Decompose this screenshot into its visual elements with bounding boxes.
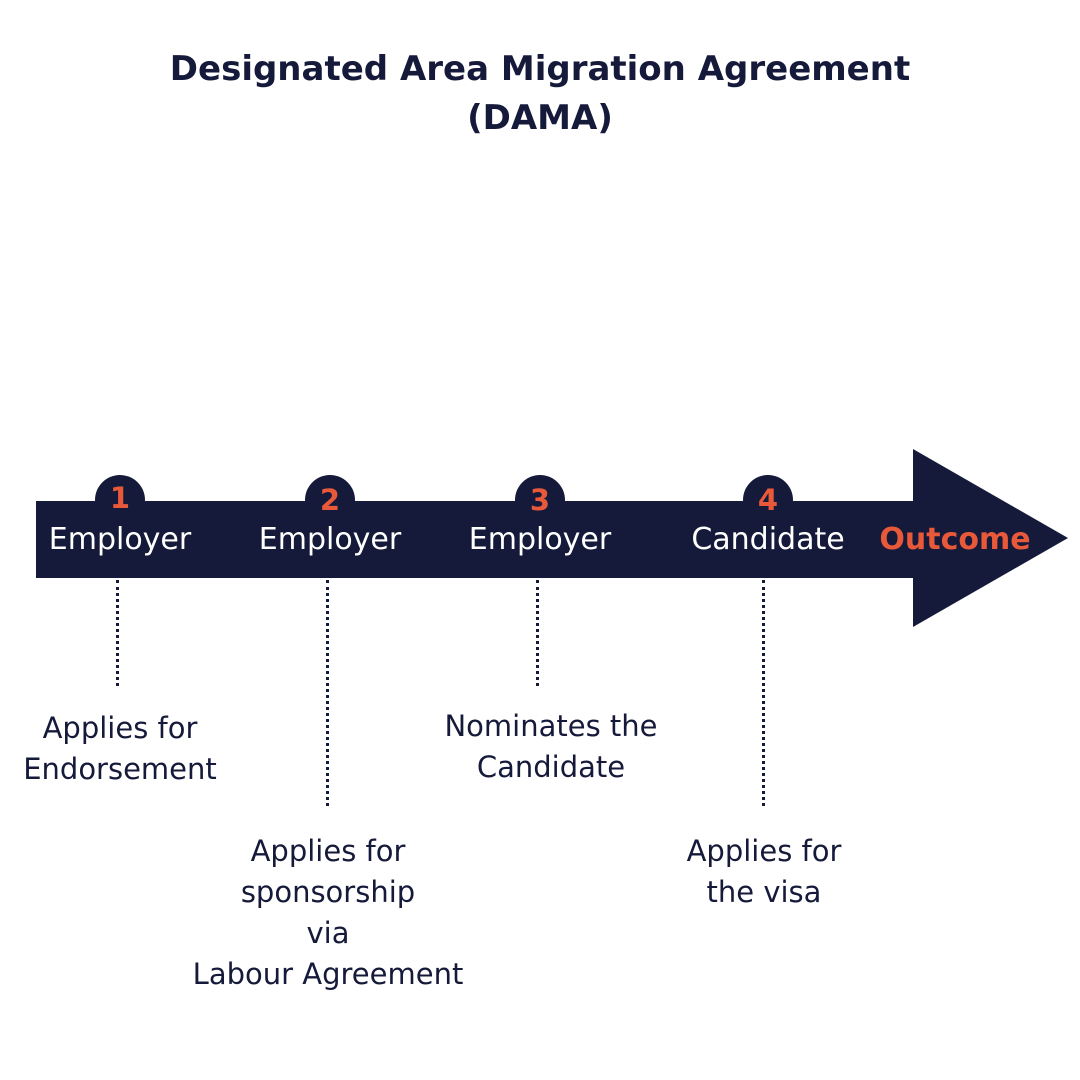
step-1-description: Applies for Endorsement (0, 708, 240, 790)
step-1-actor: Employer (48, 522, 192, 557)
step-3-connector (536, 580, 539, 686)
step-4-actor: Candidate (691, 522, 845, 557)
step-1-desc-line: Applies for (42, 711, 198, 745)
step-3-desc-line: Candidate (476, 750, 626, 784)
step-2-number: 2 (319, 483, 341, 517)
outcome-label: Outcome (879, 522, 1031, 557)
step-4-connector (762, 580, 765, 806)
step-2-description: Applies for sponsorship via Labour Agree… (158, 831, 498, 995)
step-4-number: 4 (757, 483, 779, 517)
step-2-desc-line: Applies for (250, 834, 406, 868)
title-line-2: (DAMA) (467, 98, 613, 138)
step-3-actor: Employer (468, 522, 612, 557)
step-2-actor: Employer (258, 522, 402, 557)
step-2-connector (326, 580, 329, 806)
step-1-desc-line: Endorsement (23, 752, 217, 786)
title-line-1: Designated Area Migration Agreement (169, 49, 911, 89)
step-3-number: 3 (529, 483, 551, 517)
step-1-connector (116, 580, 119, 686)
step-1-number: 1 (109, 481, 131, 515)
step-4-desc-line: the visa (706, 875, 822, 909)
step-4-description: Applies for the visa (644, 831, 884, 913)
step-3-desc-line: Nominates the (444, 709, 658, 743)
step-4-desc-line: Applies for (686, 834, 842, 868)
step-2-desc-line: Labour Agreement (192, 957, 464, 991)
step-2-desc-line: via (306, 916, 350, 950)
step-3-description: Nominates the Candidate (420, 706, 682, 788)
step-2-desc-line: sponsorship (240, 875, 416, 909)
arrow-head (913, 449, 1068, 627)
arrow-shaft (36, 501, 916, 578)
